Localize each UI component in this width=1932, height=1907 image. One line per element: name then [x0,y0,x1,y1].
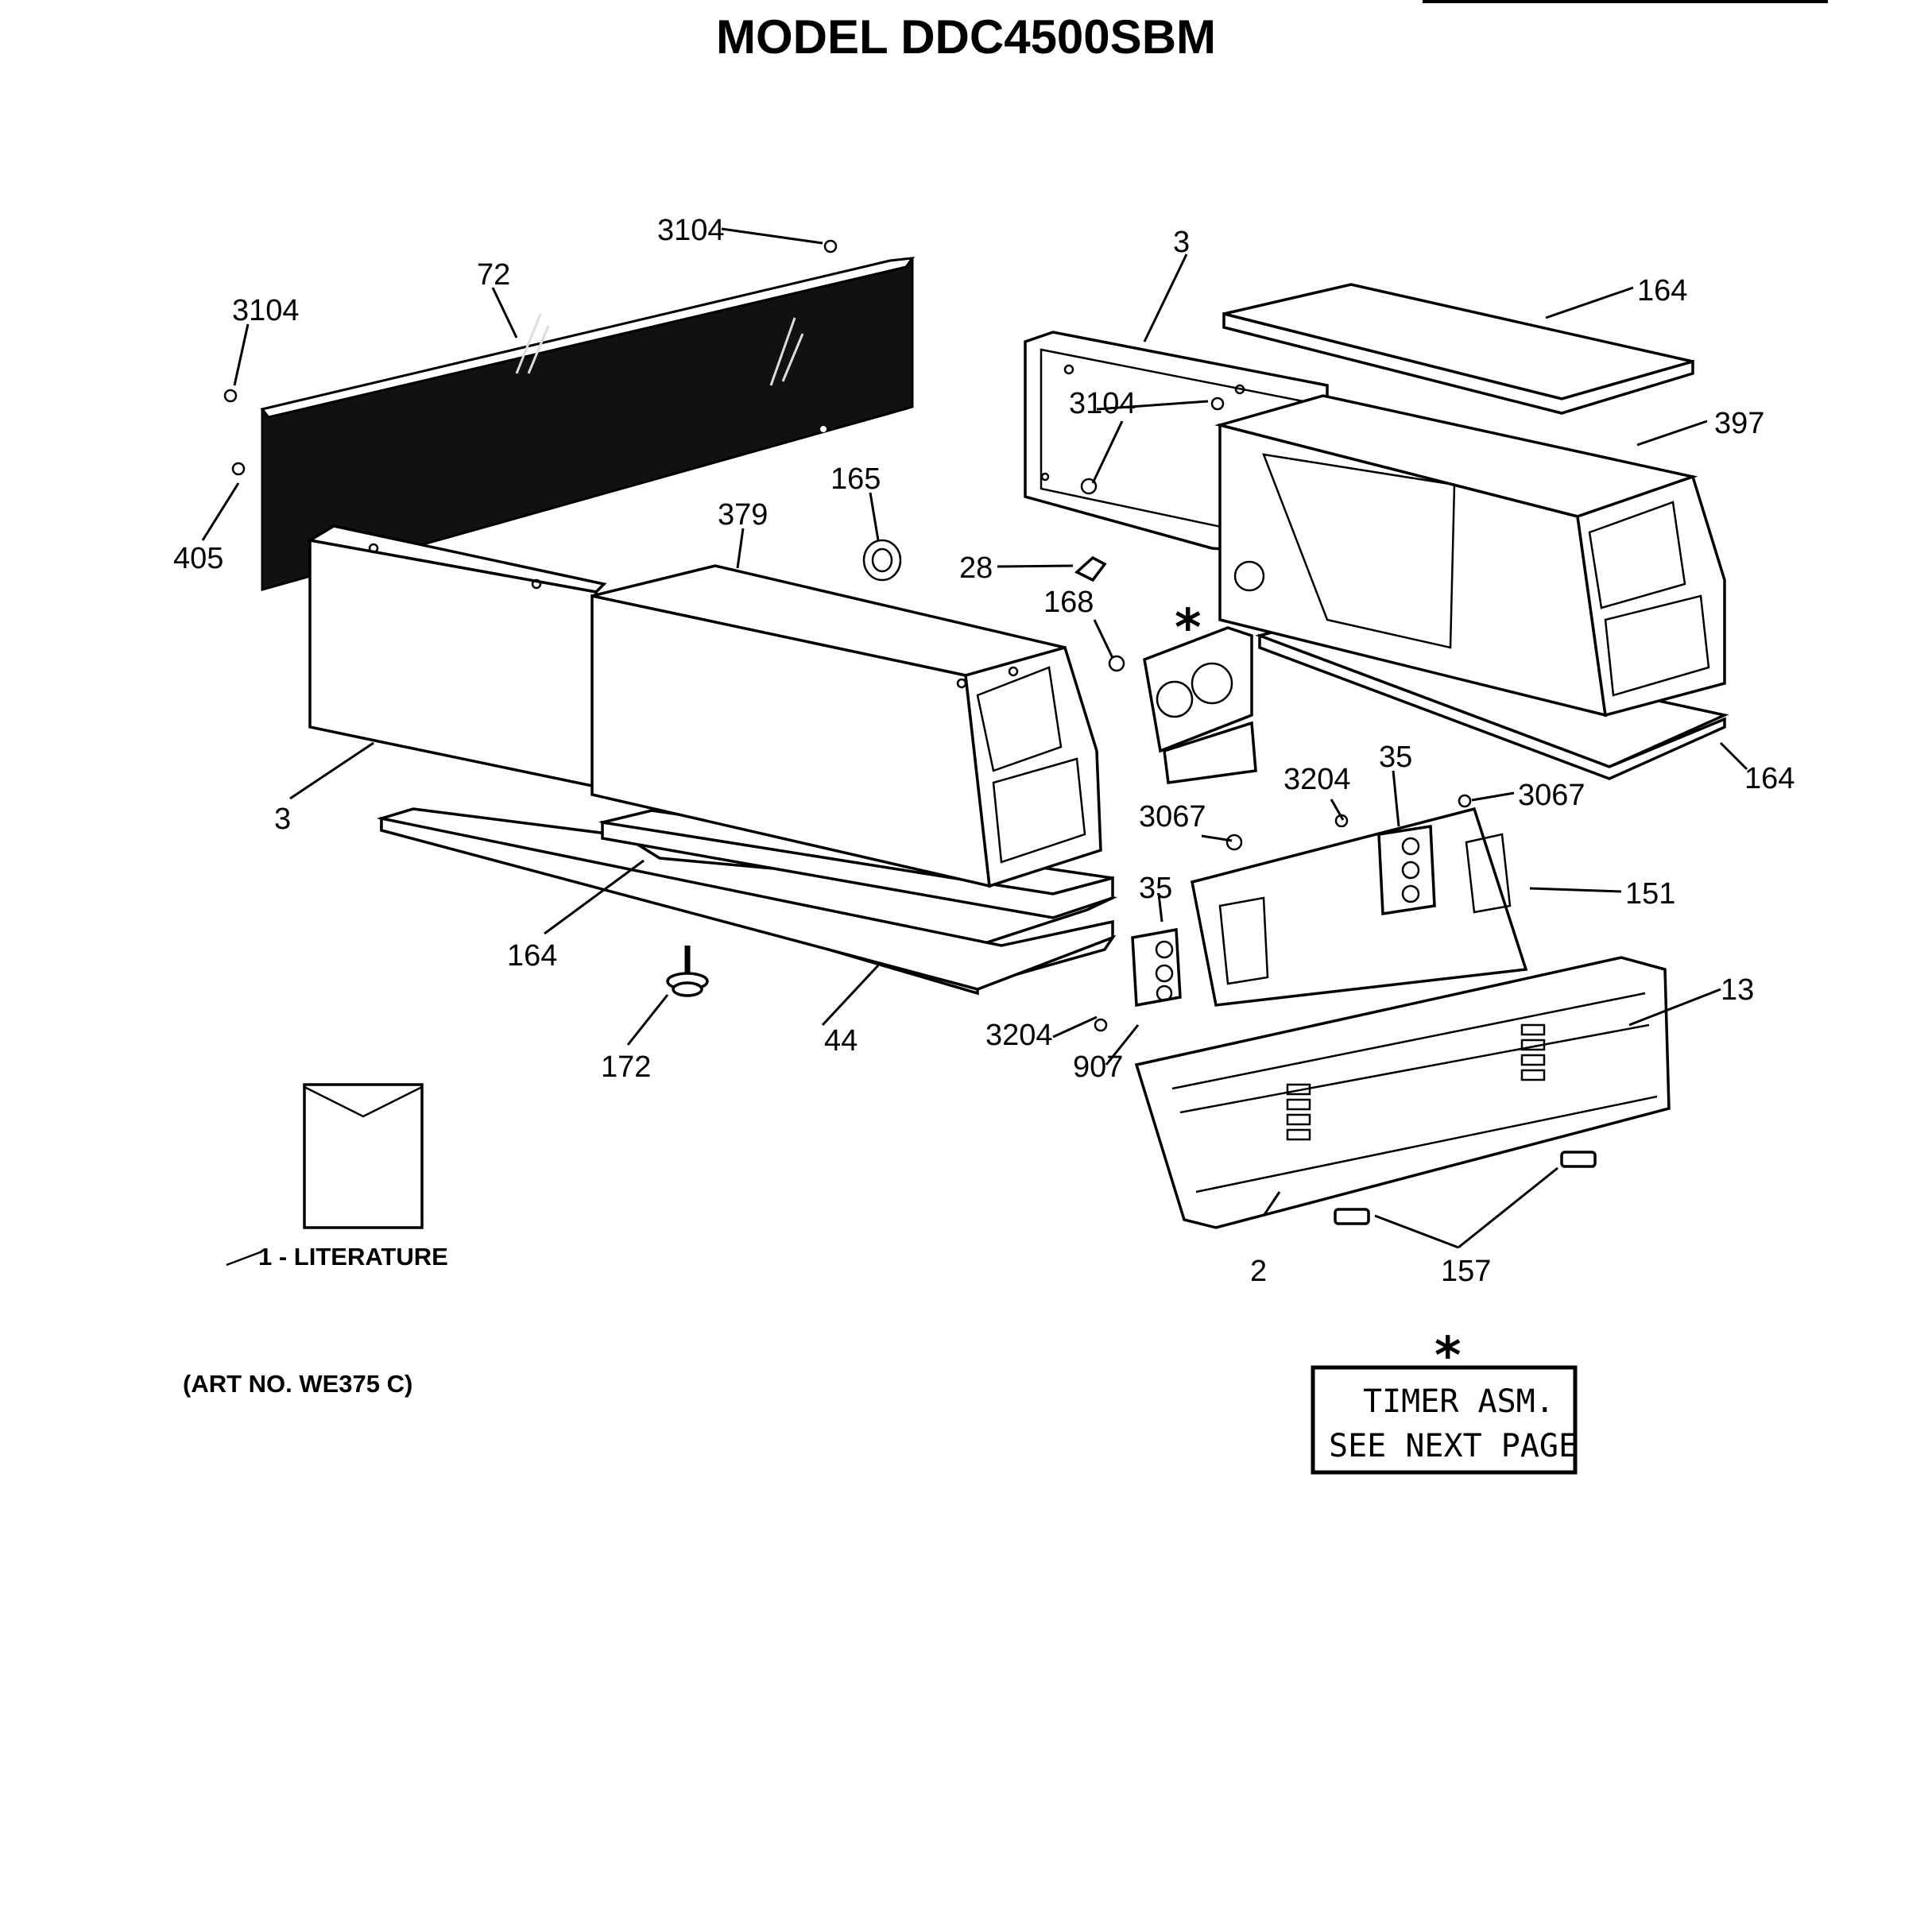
callout-3204-top: 3204 [1283,763,1351,796]
callout-3067-left: 3067 [1139,800,1206,834]
part-151-control-plate [1190,807,1528,1007]
callout-397: 397 [1714,407,1764,440]
callout-44: 44 [824,1024,858,1058]
callout-168: 168 [1043,586,1094,619]
part-28-clip [1074,555,1107,582]
fasteners [223,239,1472,1032]
callout-3-right: 3 [1173,226,1190,259]
callout-28: 28 [959,551,993,585]
part-3-side-panel-left [306,524,607,789]
part-72-back-panel [260,257,916,591]
timer-note-line2: SEE NEXT PAGE [1329,1428,1578,1464]
part-165-ring [862,539,902,582]
part-164-top-board [1222,283,1694,415]
callout-3067-right: 3067 [1518,779,1585,812]
callout-2: 2 [1250,1255,1267,1288]
callout-3-left: 3 [274,803,291,836]
callout-164-right: 164 [1744,762,1795,795]
callout-3104-left: 3104 [232,294,300,327]
callout-164-left: 164 [507,939,557,973]
callout-405: 405 [173,542,223,575]
part-35-switch-right [1377,824,1436,916]
callout-3104-top: 3104 [657,214,725,247]
part-907-switch-left [1131,927,1182,1008]
callout-379: 379 [718,498,768,532]
callout-13: 13 [1721,973,1754,1007]
part-timer-assembly [1143,626,1257,784]
timer-note-line1: TIMER ASM. [1363,1383,1555,1420]
callout-151: 151 [1625,877,1675,911]
part-379-tub-left [590,564,1102,888]
literature-label: 1 - LITERATURE [258,1243,448,1271]
art-number: (ART NO. WE375 C) [183,1370,412,1398]
callout-907: 907 [1073,1050,1123,1084]
callout-35-left: 35 [1139,872,1172,905]
timer-note-box [1311,1365,1578,1475]
leader-lines [201,227,1748,1249]
callout-35-top: 35 [1379,741,1412,774]
part-157-feet [1334,1151,1597,1225]
part-172-leveling-leg [666,946,709,997]
part-44-base-plate [376,807,1118,996]
part-397-tub-right [1214,394,1726,718]
callout-157: 157 [1441,1255,1491,1288]
page-title: MODEL DDC4500SBM [715,10,1217,64]
literature-envelope [303,1083,424,1229]
callout-3204-bottom: 3204 [985,1019,1053,1052]
callout-172: 172 [601,1050,651,1084]
callout-3104-middle: 3104 [1069,387,1136,420]
callout-165: 165 [830,462,881,496]
asterisk-timer: * [1175,599,1201,658]
part-13-control-panel [1134,956,1671,1229]
callout-72: 72 [477,258,510,292]
callout-164-top: 164 [1637,274,1687,308]
